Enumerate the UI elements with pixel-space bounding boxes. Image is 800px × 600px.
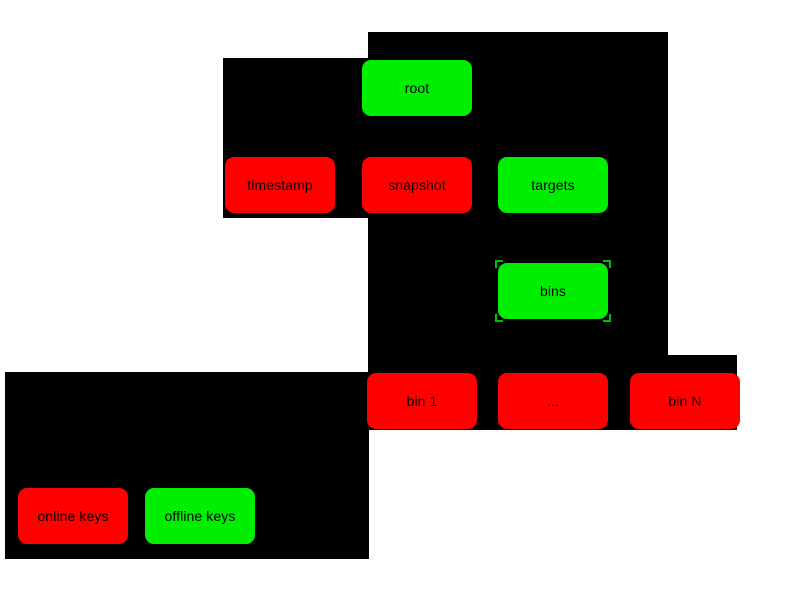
node-label: targets [531, 177, 575, 193]
node-label: bin 1 [406, 393, 438, 409]
node-targets[interactable]: targets [498, 157, 608, 213]
node-label: offline keys [164, 508, 236, 524]
node-snapshot[interactable]: snapshot [362, 157, 472, 213]
node-label: bin N [668, 393, 702, 409]
node-root[interactable]: root [362, 60, 472, 116]
node-bin-1[interactable]: bin 1 [367, 373, 477, 429]
selection-handle-tr[interactable] [603, 260, 611, 268]
node-offline-keys[interactable]: offline keys [145, 488, 255, 544]
node-bins[interactable]: bins [495, 260, 611, 322]
selection-handle-br[interactable] [603, 314, 611, 322]
selection-handle-bl[interactable] [495, 314, 503, 322]
node-online-keys[interactable]: online keys [18, 488, 128, 544]
node-label: timestamp [247, 177, 313, 193]
selection-handle-tl[interactable] [495, 260, 503, 268]
node-bin-n[interactable]: bin N [630, 373, 740, 429]
node-timestamp[interactable]: timestamp [225, 157, 335, 213]
node-label: bins [539, 283, 567, 299]
node-bin-ellipsis[interactable]: ... [498, 373, 608, 429]
node-label: ... [547, 393, 559, 409]
node-label: root [404, 80, 430, 96]
node-label: snapshot [388, 177, 446, 193]
node-label: online keys [37, 508, 109, 524]
